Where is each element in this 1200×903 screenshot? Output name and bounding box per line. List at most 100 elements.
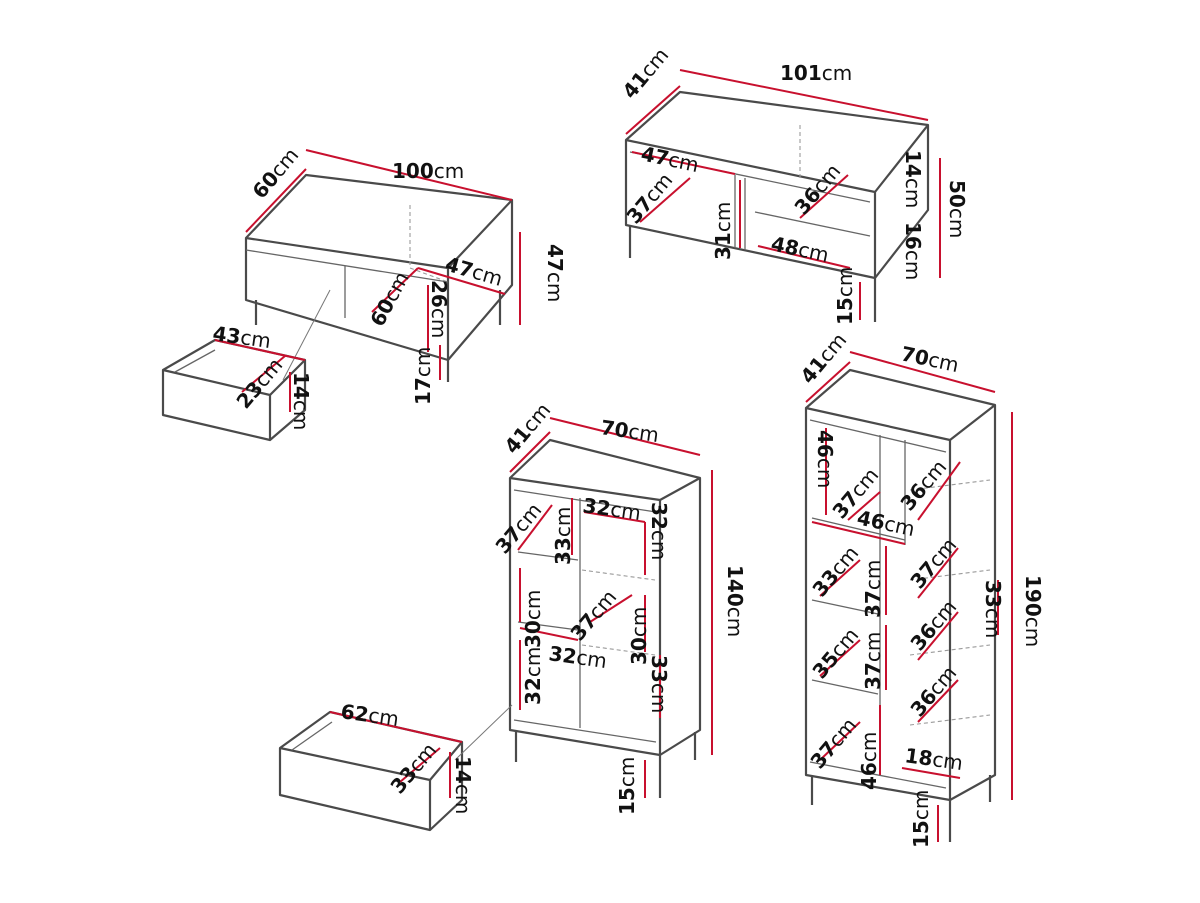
dim-line — [799, 174, 849, 219]
cabinet-190-height-label: 190cm — [1021, 575, 1045, 647]
dim-line — [679, 69, 929, 121]
coffee-table-top-thickness — [245, 249, 449, 283]
dim-line — [917, 611, 959, 661]
cabinet-190-bottom-height-label: 46cm — [857, 732, 881, 790]
coffee-table-leg-height-label: 17cm — [411, 347, 435, 405]
dim-line — [329, 711, 463, 743]
cabinet-190-r-depth-2-label: 37cm — [905, 533, 961, 593]
cabinet-190-top-height-label: 46cm — [813, 430, 837, 488]
cabinet-140-bottom — [513, 719, 657, 743]
tv-stand-left-width-label: 47cm — [639, 141, 701, 177]
dim-line — [214, 339, 306, 361]
dim-line — [819, 721, 861, 761]
dim-line — [901, 767, 961, 779]
coffee-table-drawer-width-label: 43cm — [211, 321, 272, 353]
coffee-table-height-label: 47cm — [543, 244, 567, 302]
dim-line — [583, 511, 646, 523]
coffee-table-niche-width-label: 47cm — [443, 252, 506, 291]
tv-stand-leg-height-label: 15cm — [833, 267, 857, 325]
dim-line — [519, 627, 579, 641]
cabinet-140-hidden-line — [581, 569, 656, 581]
cabinet-190-l-height-1-label: 37cm — [861, 560, 885, 618]
cabinet-140-drawer — [278, 710, 464, 832]
cabinet-140-leg-height-label: 15cm — [615, 757, 639, 815]
cabinet-140-left-mid-height-label: 30cm — [521, 590, 545, 648]
dim-line — [847, 491, 881, 521]
coffee-table-outline — [244, 173, 514, 362]
dim-line — [631, 151, 736, 175]
cabinet-140-depth-label: 41cm — [499, 398, 555, 458]
cabinet-140-outline — [508, 438, 702, 757]
cabinet-190-leg-height-label: 15cm — [909, 790, 933, 848]
cabinet-190-bottom — [809, 761, 947, 789]
cabinet-190-depth-label: 41cm — [795, 328, 851, 388]
coffee-table-drawer-inner — [174, 349, 216, 373]
cabinet-190-bottom-depth-label: 37cm — [805, 713, 861, 773]
cabinet-190-r-depth-3-label: 36cm — [905, 595, 961, 655]
dim-line — [625, 85, 681, 135]
coffee-table-drawer-height-label: 14cm — [289, 372, 313, 430]
dim-line — [849, 351, 996, 393]
cabinet-190-width-label: 70cm — [899, 341, 961, 377]
cabinet-140: 41cm 70cm 140cm 37cm 33cm 32cm 32cm 30cm… — [278, 398, 747, 832]
dim-line — [241, 355, 286, 393]
dim-line — [757, 245, 851, 269]
cabinet-190-r-height-label: 33cm — [981, 580, 1005, 638]
tv-stand-top-height-label: 14cm — [901, 150, 925, 208]
dim-line — [517, 504, 553, 551]
tv-stand-left-height-label: 31cm — [711, 202, 735, 260]
dim-line — [417, 267, 506, 295]
dim-line — [811, 521, 906, 545]
cabinet-190: 41cm 70cm 190cm 46cm 37cm 36cm 46cm 33cm… — [795, 328, 1045, 848]
cabinet-140-drawer-height-label: 14cm — [451, 756, 475, 814]
cabinet-190-bottom-right-width-label: 18cm — [903, 743, 964, 775]
coffee-table-width-label: 100cm — [392, 159, 464, 183]
cabinet-140-height-label: 140cm — [723, 565, 747, 637]
dim-line — [917, 547, 959, 599]
dim-line — [305, 149, 513, 201]
dim-line — [371, 267, 419, 313]
coffee-table-drawer-depth-label: 23cm — [231, 353, 287, 413]
cabinet-190-l-height-2-label: 37cm — [861, 632, 885, 690]
cabinet-140-shelf — [517, 551, 579, 561]
cabinet-140-mid-depth-label: 37cm — [565, 585, 621, 645]
coffee-table-drawer-edge — [162, 359, 306, 397]
cabinet-190-shelf — [811, 679, 879, 695]
tv-stand-bottom-height-label: 16cm — [901, 222, 925, 280]
coffee-table: 60cm 100cm 47cm 47cm 60cm 26cm 17cm 43cm… — [161, 143, 567, 442]
cabinet-140-shelf1-height-label: 33cm — [551, 507, 575, 565]
cabinet-190-r-depth-4-label: 36cm — [905, 661, 961, 721]
dim-line — [399, 747, 441, 783]
tv-stand-shelf — [754, 211, 871, 237]
dim-line — [549, 417, 701, 456]
cabinet-140-top-right-width-label: 32cm — [581, 493, 642, 525]
cabinet-140-drawer-depth-label: 33cm — [385, 738, 441, 798]
dim-line — [917, 679, 959, 723]
cabinet-140-drawer-leader — [454, 704, 513, 761]
coffee-table-depth-label: 60cm — [247, 143, 303, 203]
dim-line — [589, 594, 633, 623]
cabinet-190-l-depth-1-label: 33cm — [807, 541, 863, 601]
dim-line — [819, 639, 861, 677]
cabinet-140-right-low-height-label: 33cm — [647, 655, 671, 713]
cabinet-140-top-thickness — [513, 489, 657, 513]
cabinet-140-hidden-line — [581, 644, 656, 656]
tv-stand-width-label: 101cm — [780, 61, 852, 85]
dim-line — [639, 177, 691, 223]
cabinet-140-width-label: 70cm — [599, 415, 660, 447]
dim-line — [245, 168, 307, 233]
tv-stand-right-depth-label: 36cm — [789, 159, 845, 219]
cabinet-190-l-depth-2-label: 35cm — [807, 623, 863, 683]
cabinet-140-mid-width-label: 32cm — [547, 641, 608, 673]
tv-stand: 41cm 101cm 50cm 47cm 37cm 31cm 36cm 48cm… — [617, 43, 969, 325]
coffee-table-drawer-leader — [282, 289, 331, 381]
cabinet-140-top-right-height-label: 32cm — [647, 502, 671, 560]
cabinet-190-top-thickness — [809, 419, 947, 453]
coffee-table-niche-depth-label: 60cm — [365, 268, 414, 331]
cabinet-190-shelf — [811, 517, 906, 541]
cabinet-140-drawer-width-label: 62cm — [339, 699, 400, 731]
coffee-table-niche-height-label: 26cm — [427, 280, 451, 338]
dim-line — [805, 361, 851, 403]
